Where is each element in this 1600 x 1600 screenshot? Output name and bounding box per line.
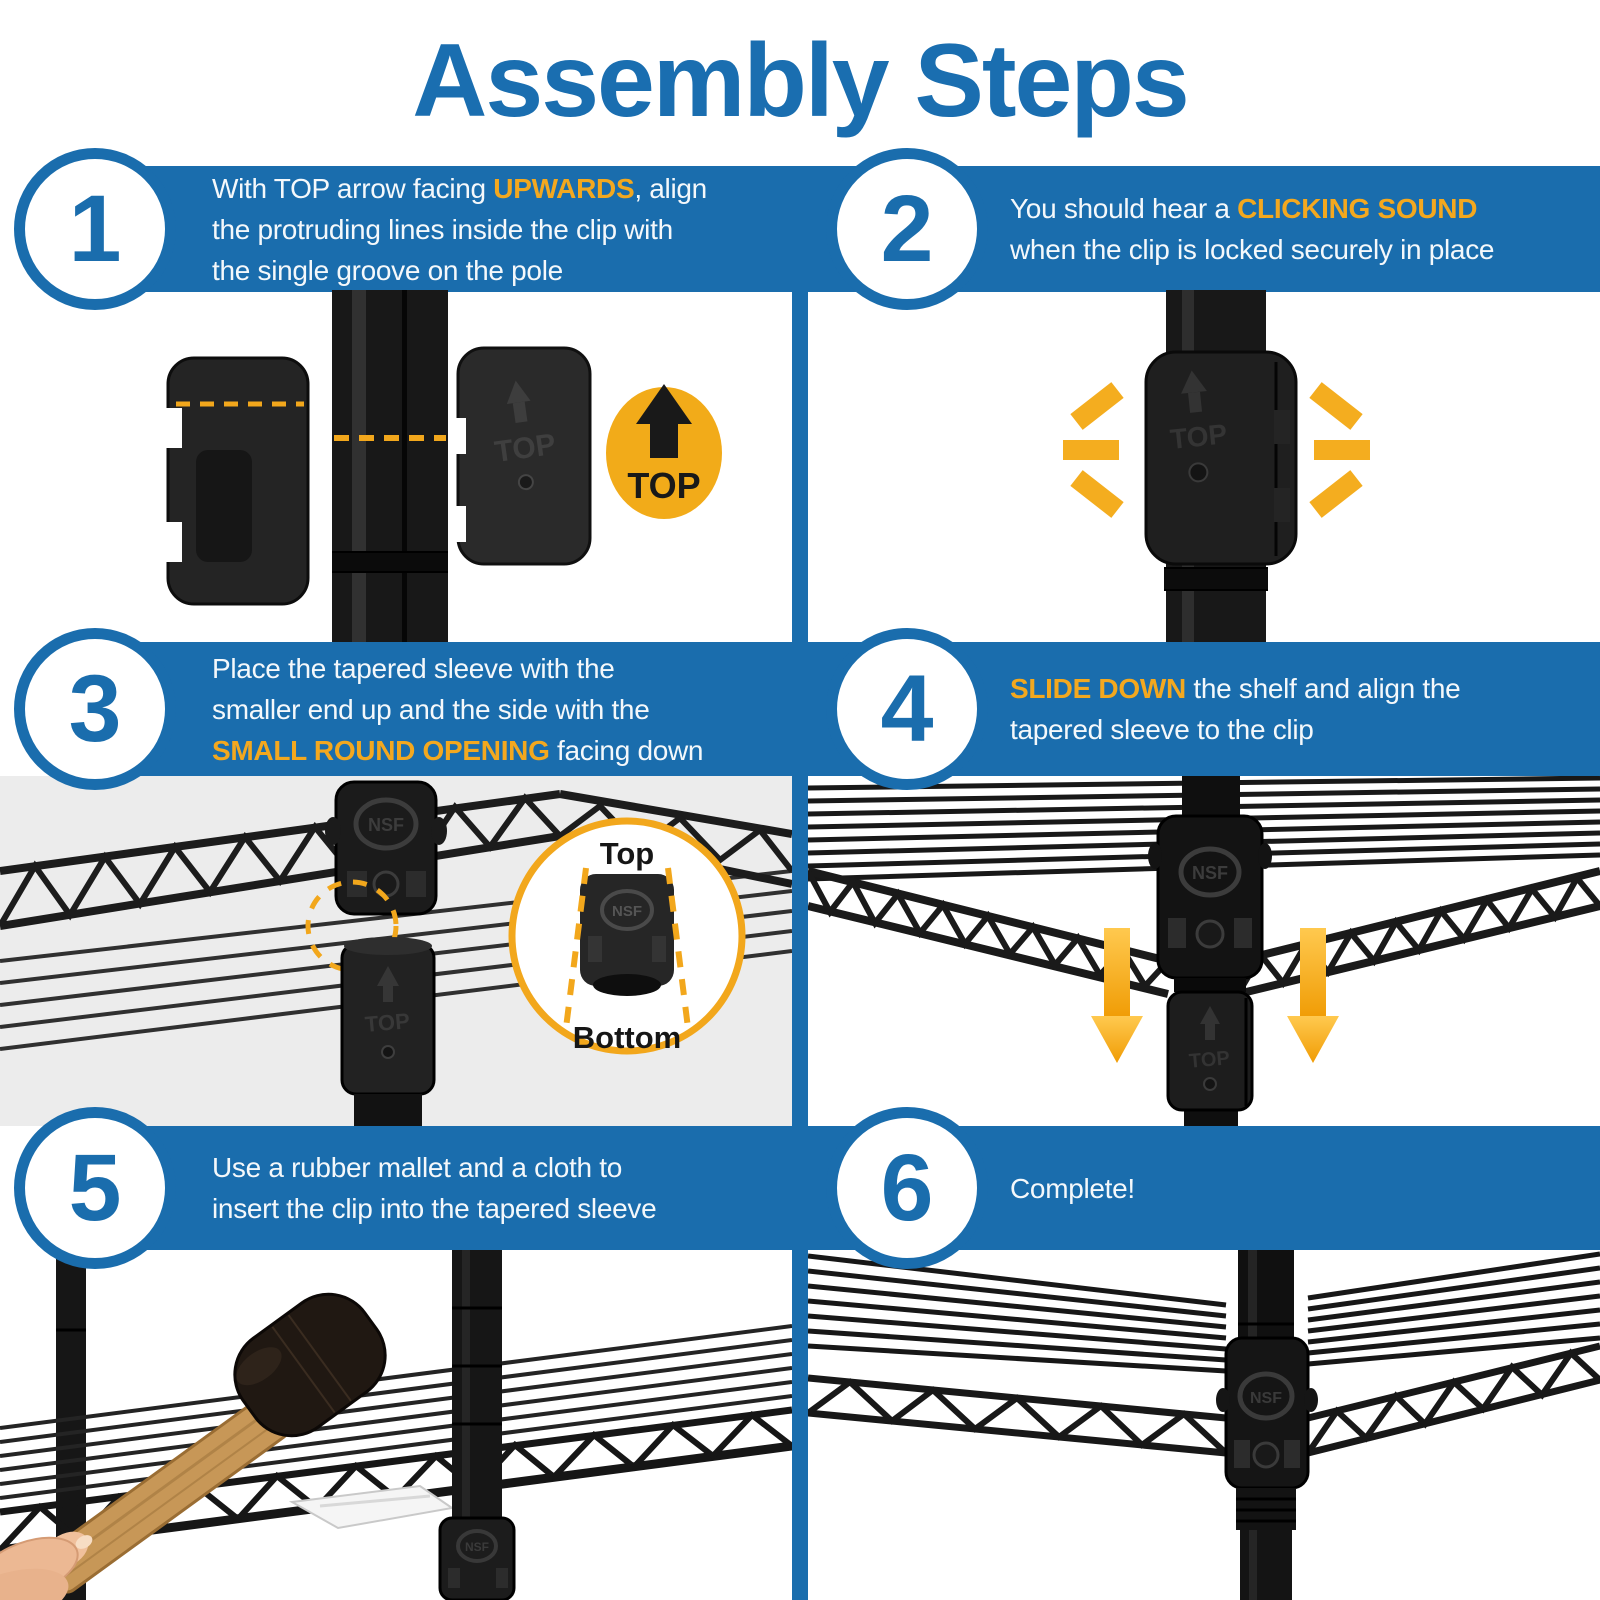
clip-embossed-label: TOP — [1188, 1047, 1231, 1072]
step-5-text: Use a rubber mallet and a cloth to inser… — [212, 1152, 657, 1224]
cloth — [288, 1484, 455, 1530]
step-1-banner: With TOP arrow facing UPWARDS, align the… — [100, 166, 808, 292]
shelf-front-truss-right — [1235, 867, 1600, 998]
column-divider — [792, 166, 808, 1600]
clip-below: TOP — [1166, 990, 1254, 1112]
inset-top-label: Top — [600, 836, 655, 871]
hand — [0, 1531, 93, 1600]
pole — [1182, 776, 1240, 1126]
step-6-number: 6 — [826, 1107, 988, 1269]
clip-embossed-top-arrow: TOP — [493, 380, 558, 491]
small-opening-highlight-circle — [305, 879, 399, 973]
step-3-photo: NSF TOP Top NSF Bottom — [0, 776, 792, 1126]
clip-left-half — [166, 356, 310, 606]
inset-bottom-label: Bottom — [573, 1020, 681, 1055]
seated-sleeve: NSF — [1216, 1336, 1318, 1490]
top-badge-label: TOP — [627, 465, 700, 506]
clip-on-pole: TOP — [340, 937, 436, 1126]
tapered-sleeve: NSF — [325, 780, 447, 916]
shelf-surface-wires-left — [808, 1253, 1227, 1374]
step-3-number: 3 — [14, 628, 176, 790]
clip-embossed-label: TOP — [1169, 418, 1229, 455]
step-3-highlight: SMALL ROUND OPENING — [212, 734, 550, 766]
sleeve-embossed-label: NSF — [465, 1540, 489, 1554]
down-arrow-right — [1287, 928, 1339, 1063]
step-4-text: SLIDE DOWN the shelf and align the taper… — [1010, 673, 1461, 745]
step-2-number: 2 — [826, 148, 988, 310]
locked-clip: TOP — [1144, 350, 1298, 566]
step-4-photo: NSF TOP — [808, 776, 1600, 1126]
step-2-text: You should hear a CLICKING SOUND when th… — [1010, 193, 1495, 265]
page-title: Assembly Steps — [412, 23, 1189, 139]
orientation-inset: Top NSF Bottom — [508, 817, 746, 1055]
step-6-photo: NSF — [808, 1250, 1600, 1600]
up-arrow-icon — [636, 384, 692, 458]
step-4-highlight: SLIDE DOWN — [1010, 673, 1186, 704]
shelf-truss-left — [808, 1374, 1229, 1457]
step-2-highlight: CLICKING SOUND — [1237, 193, 1478, 224]
pole — [332, 290, 448, 642]
shelf-truss-right — [1305, 1342, 1600, 1457]
sleeve-embossed-label: NSF — [368, 815, 404, 835]
sleeve-embossed-label: NSF — [1192, 863, 1228, 883]
top-badge: TOP — [606, 384, 722, 519]
click-marks-right — [1309, 382, 1370, 518]
clip-embossed-label: TOP — [364, 1008, 411, 1037]
step-3-text: Place the tapered sleeve with the smalle… — [212, 652, 704, 766]
step-1-number: 1 — [14, 148, 176, 310]
clip-at-shelf: NSF — [438, 1516, 516, 1600]
step-5-banner: Use a rubber mallet and a cloth to inser… — [100, 1126, 808, 1250]
step-1-highlight: UPWARDS — [493, 172, 635, 204]
shelf-surface-wires-right — [1307, 1251, 1600, 1367]
step-1-photo: TOP TOP — [166, 290, 722, 642]
step-5-number: 5 — [14, 1107, 176, 1269]
clip-embossed-top-arrow: TOP — [1169, 370, 1229, 483]
step-4-number: 4 — [826, 628, 988, 790]
clip-right-half: TOP — [452, 346, 592, 566]
step-1-text: With TOP arrow facing UPWARDS, align the… — [212, 172, 707, 286]
step-3-banner: Place the tapered sleeve with the smalle… — [100, 642, 808, 776]
step-5-photo: NSF — [0, 1250, 792, 1600]
step-2-photo: TOP — [1063, 290, 1370, 642]
click-marks-left — [1063, 382, 1124, 518]
sleeve-embossed-label: NSF — [1250, 1390, 1282, 1407]
sleeve-embossed-label: NSF — [612, 903, 642, 920]
step-6-text: Complete! — [1010, 1172, 1135, 1204]
shelf-surface-wires — [0, 1324, 792, 1500]
tapered-sleeve: NSF — [1148, 814, 1272, 992]
pole-top — [1238, 1250, 1294, 1342]
down-arrow-left — [1091, 928, 1143, 1063]
pole-bottom — [1236, 1488, 1296, 1600]
mallet-head — [233, 1292, 387, 1438]
